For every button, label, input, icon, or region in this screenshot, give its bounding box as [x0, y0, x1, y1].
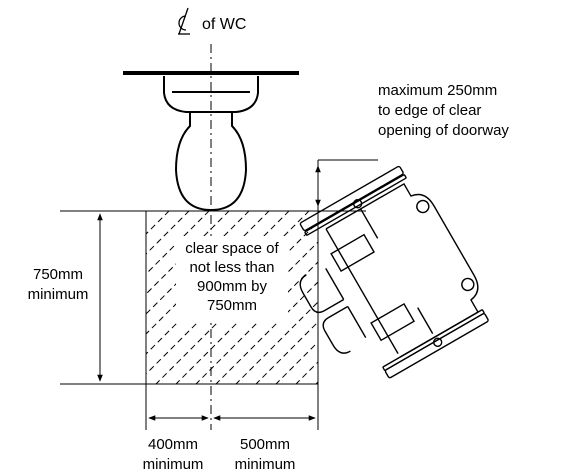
right-width-label-1: 500mm	[239, 436, 291, 453]
rear-wall	[123, 71, 299, 75]
depth-dimension-label-1: 750mm	[32, 266, 84, 283]
clear-space-label-bg	[176, 236, 288, 322]
door-note-line-1: maximum 250mm	[378, 82, 498, 99]
wheelchair-icon	[299, 165, 489, 379]
depth-dimension-label-2: minimum	[27, 286, 89, 303]
left-width-label-2: minimum	[142, 456, 204, 473]
left-width-label-1: 400mm	[147, 436, 199, 453]
clear-space-note-3: 900mm by	[196, 278, 268, 295]
door-note-line-2: to edge of clear	[378, 102, 482, 119]
centerline-symbol-icon	[178, 7, 190, 35]
centerline-label: of WC	[202, 16, 247, 33]
clear-space-note-4: 750mm	[206, 297, 258, 314]
door-note-line-3: opening of doorway	[378, 122, 509, 139]
wc-pan	[163, 76, 259, 212]
clear-space-note-2: not less than	[189, 259, 275, 276]
clear-space-note-1: clear space of	[185, 240, 279, 257]
right-width-label-2: minimum	[234, 456, 296, 473]
